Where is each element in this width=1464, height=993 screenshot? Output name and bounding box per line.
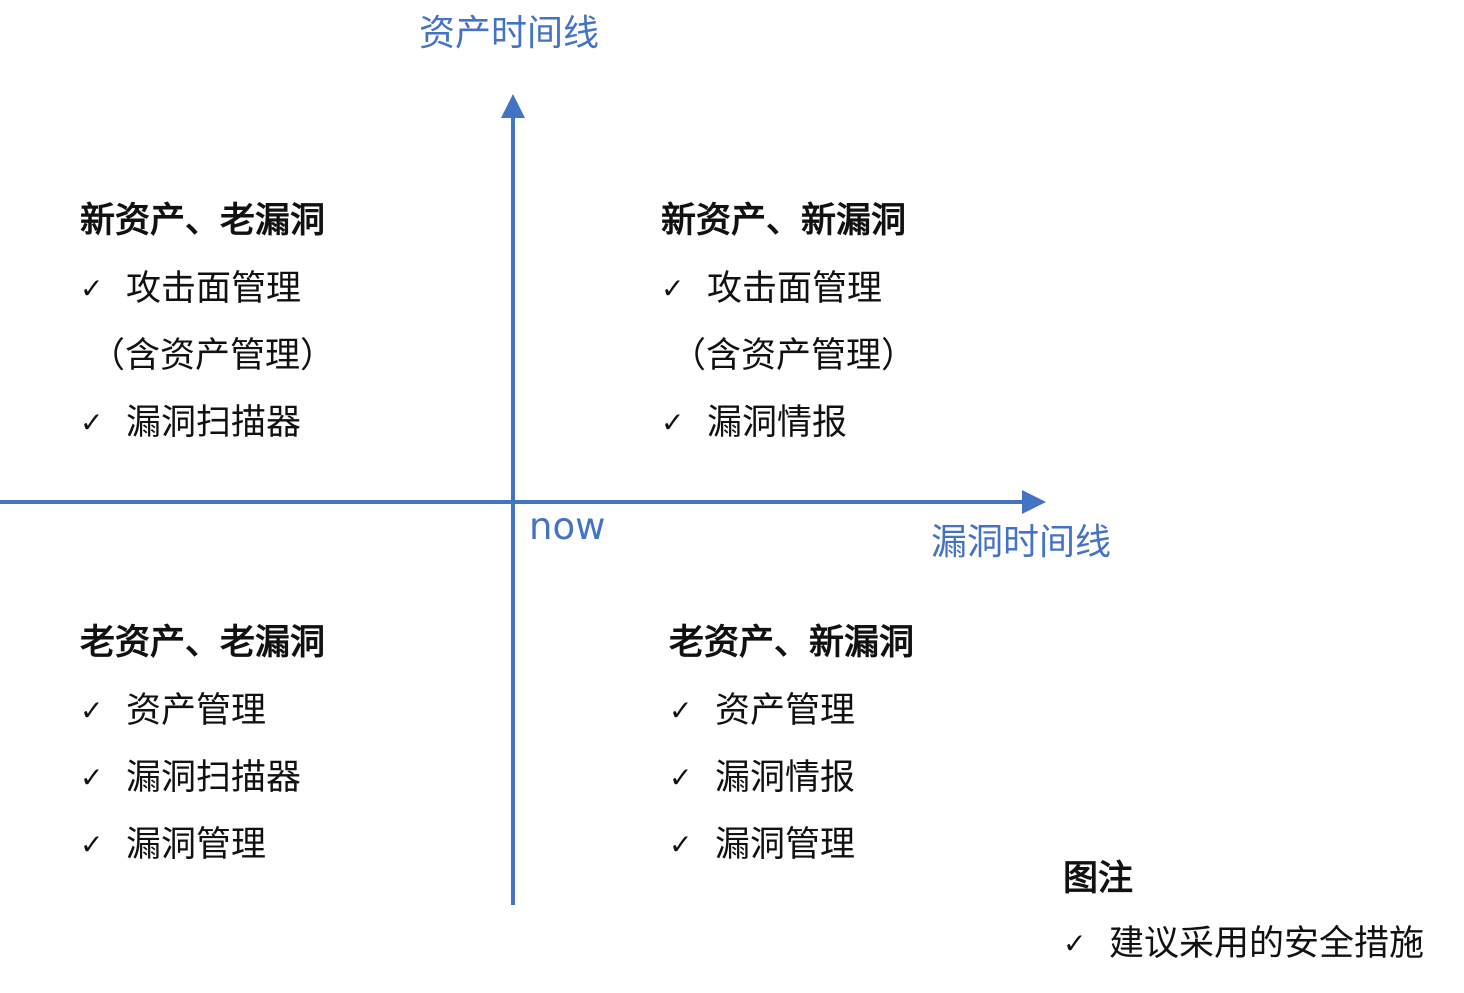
check-icon: ✓: [661, 406, 685, 439]
vertical-axis-arrowhead: [501, 94, 525, 118]
item-label: 资产管理: [715, 690, 856, 731]
item-label: 资产管理: [126, 690, 267, 731]
list-item: ✓ 漏洞情报: [661, 402, 916, 443]
legend-item: ✓ 建议采用的安全措施: [1063, 923, 1425, 964]
item-label: 攻击面管理: [707, 268, 883, 309]
check-icon: ✓: [80, 272, 104, 305]
list-item: ✓ 漏洞情报: [669, 757, 914, 798]
item-label: 漏洞扫描器: [126, 757, 302, 798]
quadrant-title: 新资产、新漏洞: [661, 201, 907, 241]
item-label: （含资产管理）: [671, 335, 917, 376]
quadrant-title: 新资产、老漏洞: [80, 201, 326, 241]
quadrant-new-asset-old-vuln: 新资产、老漏洞 ✓ 攻击面管理 （含资产管理） ✓ 漏洞扫描器: [80, 204, 335, 473]
item-label: 漏洞管理: [715, 824, 856, 865]
vertical-axis-label: 资产时间线: [419, 13, 600, 54]
item-label: 漏洞情报: [715, 757, 856, 798]
list-item: ✓ 资产管理: [669, 690, 914, 731]
check-icon: ✓: [80, 761, 104, 794]
check-icon: ✓: [669, 694, 693, 727]
origin-label: now: [529, 505, 606, 548]
item-label: （含资产管理）: [90, 335, 336, 376]
legend: 图注 ✓ 建议采用的安全措施: [1063, 859, 1425, 964]
list-item: ✓ 漏洞扫描器: [80, 402, 335, 443]
item-label: 漏洞管理: [126, 824, 267, 865]
horizontal-axis-label: 漏洞时间线: [931, 522, 1112, 563]
quadrant-title: 老资产、老漏洞: [80, 623, 326, 663]
quadrant-new-asset-new-vuln: 新资产、新漏洞 ✓ 攻击面管理 （含资产管理） ✓ 漏洞情报: [661, 204, 916, 473]
quadrant-title: 老资产、新漏洞: [669, 623, 915, 663]
horizontal-axis-arrowhead: [1022, 490, 1046, 514]
list-item: ✓ 漏洞扫描器: [80, 757, 325, 798]
check-icon: ✓: [80, 828, 104, 861]
item-label: 漏洞扫描器: [126, 402, 302, 443]
list-item: ✓ 漏洞管理: [80, 824, 325, 865]
list-item: ✓ 攻击面管理: [80, 268, 335, 309]
list-item-continuation: （含资产管理）: [80, 335, 336, 376]
legend-label: 建议采用的安全措施: [1109, 923, 1425, 964]
list-item: ✓ 资产管理: [80, 690, 325, 731]
check-icon: ✓: [661, 272, 685, 305]
list-item-continuation: （含资产管理）: [661, 335, 917, 376]
legend-title: 图注: [1063, 859, 1134, 899]
quadrant-old-asset-new-vuln: 老资产、新漏洞 ✓ 资产管理 ✓ 漏洞情报 ✓ 漏洞管理: [669, 626, 914, 895]
check-icon: ✓: [1063, 927, 1087, 960]
list-item: ✓ 攻击面管理: [661, 268, 916, 309]
check-icon: ✓: [669, 761, 693, 794]
quadrant-old-asset-old-vuln: 老资产、老漏洞 ✓ 资产管理 ✓ 漏洞扫描器 ✓ 漏洞管理: [80, 626, 325, 895]
item-label: 攻击面管理: [126, 268, 302, 309]
list-item: ✓ 漏洞管理: [669, 824, 914, 865]
check-icon: ✓: [669, 828, 693, 861]
check-icon: ✓: [80, 406, 104, 439]
check-icon: ✓: [80, 694, 104, 727]
item-label: 漏洞情报: [707, 402, 848, 443]
